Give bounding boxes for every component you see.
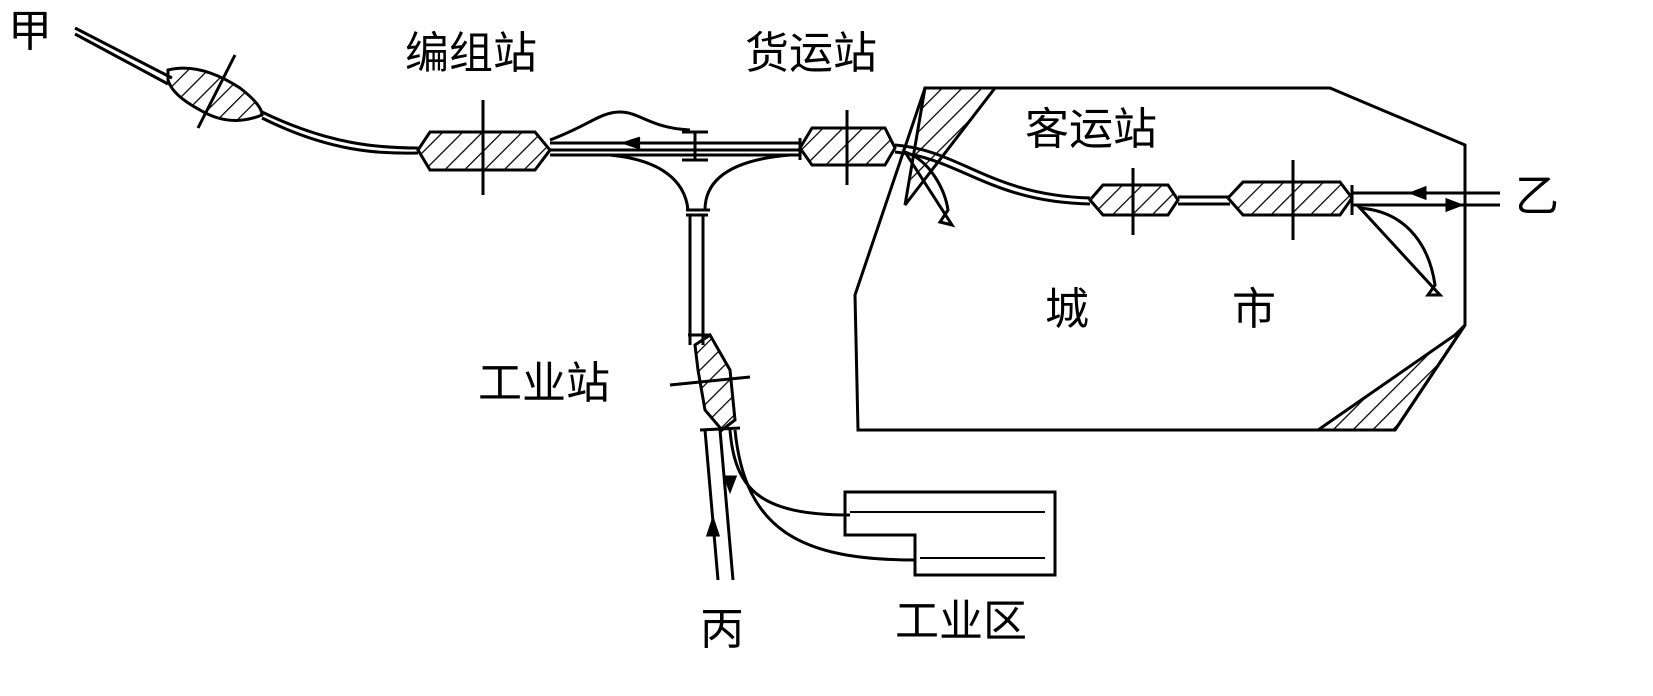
label-city-1: 城 [1045,284,1089,335]
passenger-station-2 [1225,180,1354,217]
label-bing: 丙 [700,604,744,655]
label-industrial-zone: 工业区 [895,596,1027,647]
label-passenger-station: 客运站 [1025,104,1157,155]
label-freight-station: 货运站 [745,28,877,79]
label-yi: 乙 [1515,171,1559,222]
city-hatch-bottom [1313,323,1467,432]
label-industrial-station: 工业站 [478,358,610,409]
label-jia: 甲 [8,6,52,57]
label-marshalling-yard: 编组站 [405,28,537,79]
track-jia [74,26,173,86]
industrial-zone-outline [843,490,1057,577]
industrial-station [693,332,737,433]
label-city-2: 市 [1232,284,1276,335]
